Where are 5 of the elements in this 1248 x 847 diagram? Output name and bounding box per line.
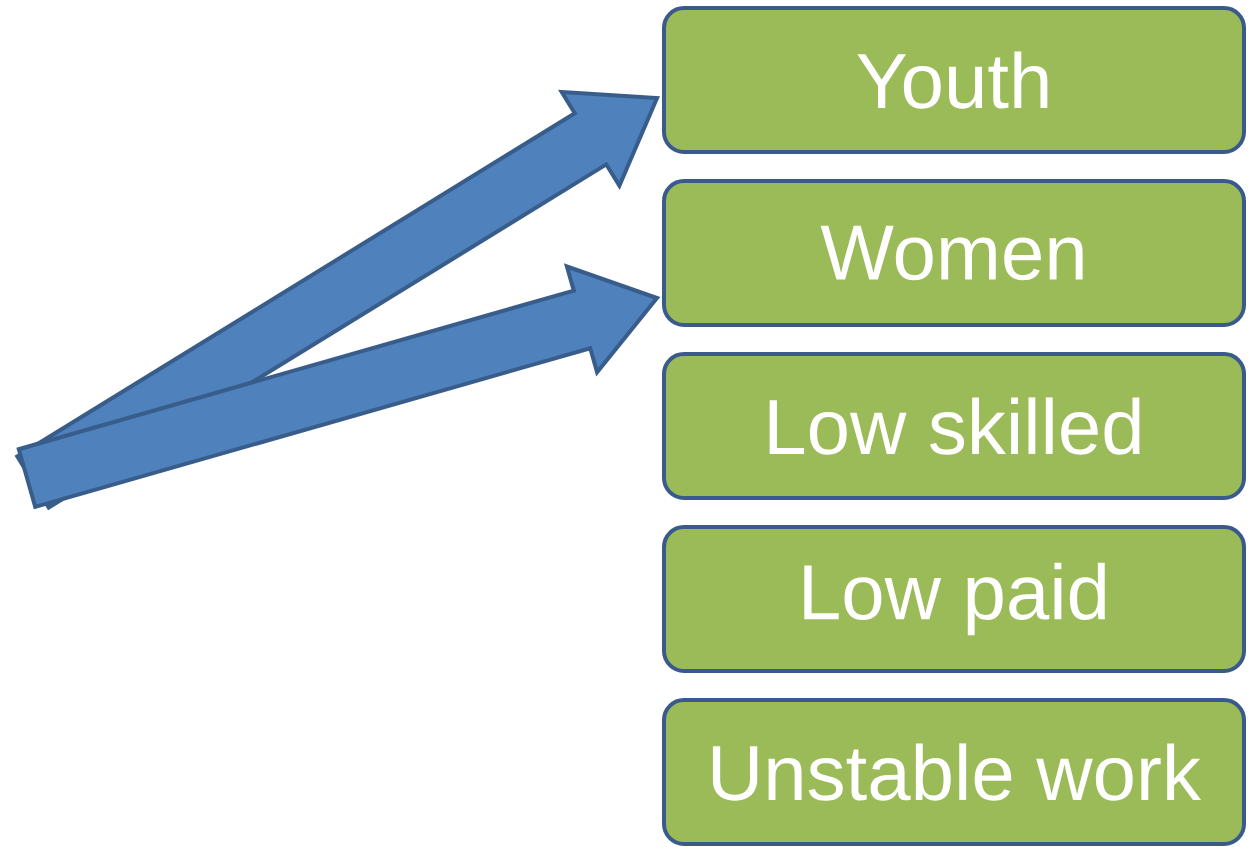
- category-box: Women: [662, 179, 1246, 327]
- category-box: Low skilled: [662, 352, 1246, 500]
- category-box: Low paid: [662, 525, 1246, 673]
- category-box: Youth: [662, 6, 1246, 154]
- category-box: Unstable work: [662, 698, 1246, 846]
